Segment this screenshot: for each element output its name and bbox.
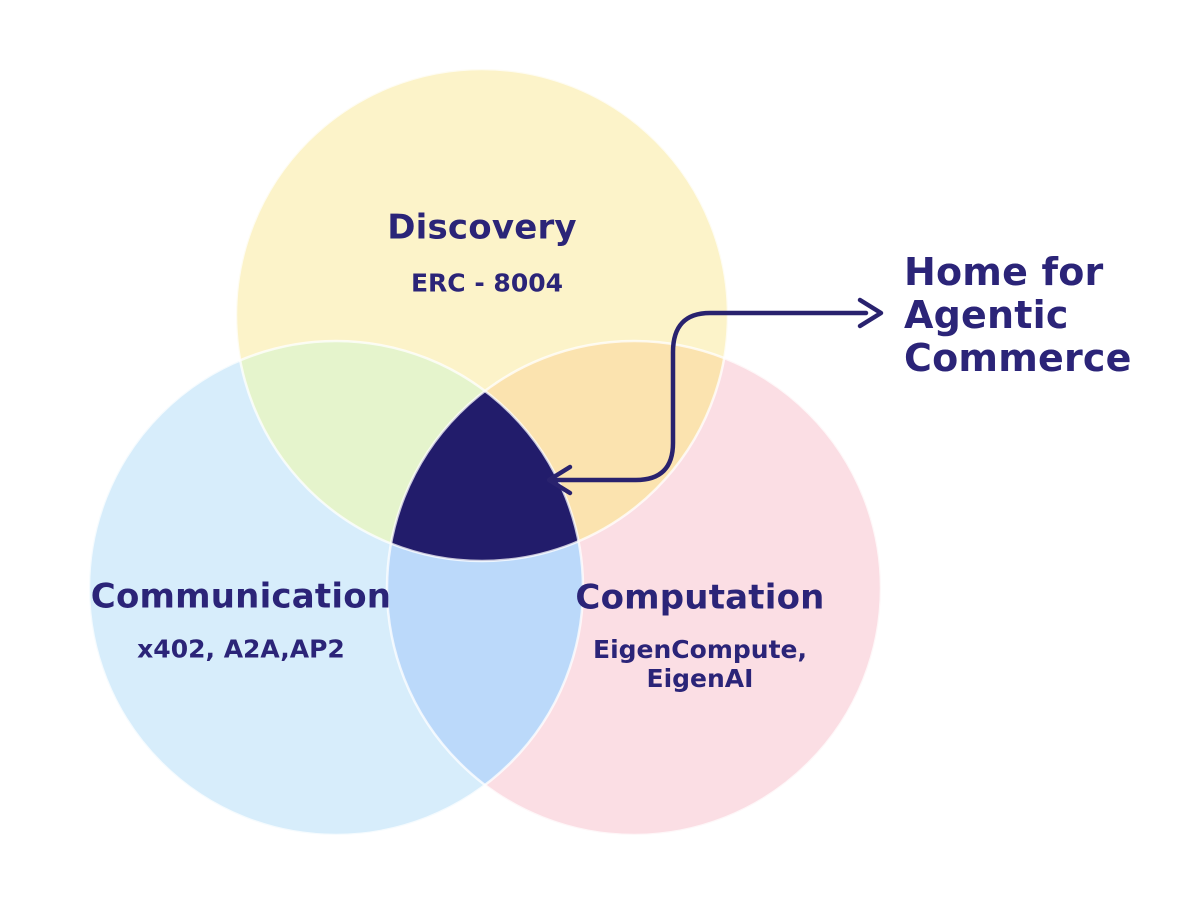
- callout-text: Home for Agentic Commerce: [904, 250, 1132, 380]
- overlap-discovery-computation: [387, 341, 728, 561]
- overlap-discovery-communication: [236, 341, 583, 561]
- communication-sublabel: x402, A2A,AP2: [137, 634, 345, 664]
- callout-arrow-shaft: [548, 310, 869, 483]
- arrowhead-right-icon: [857, 297, 884, 329]
- callout-arrow: [546, 297, 884, 496]
- communication-label: Communication: [90, 576, 392, 617]
- discovery-sublabel: ERC - 8004: [410, 268, 564, 298]
- computation-sublabel: EigenCompute, EigenAI: [593, 635, 807, 693]
- arrowhead-left-icon: [546, 464, 573, 496]
- discovery-label: Discovery: [387, 207, 577, 248]
- computation-label: Computation: [575, 577, 825, 618]
